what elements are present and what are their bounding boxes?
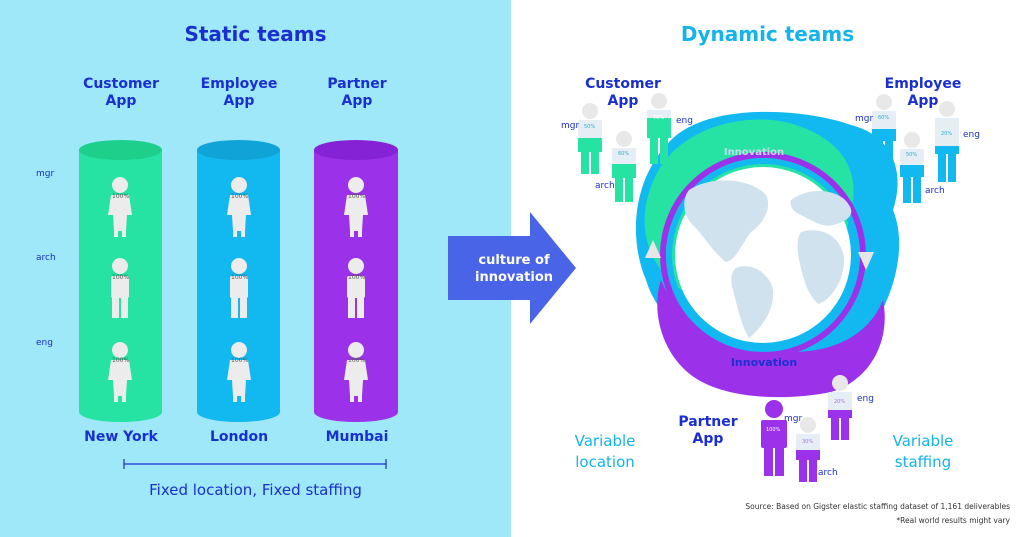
employee-app-label: Employee App [200,76,278,109]
employee-role-eng: eng [963,130,980,140]
city-london: London [209,429,269,445]
innovation-globe [635,111,900,398]
role-label-arch: arch [36,253,56,263]
customer-role-arch: arch [595,181,615,191]
culture-of-innovation-label: culture of innovation [475,253,553,285]
allocation-label: 100% [112,193,130,200]
dynamic-teams-title: Dynamic teams [680,22,855,46]
partner-role-mgr: mgr [784,414,803,424]
customer-role-eng: eng [676,116,693,126]
allocation-label: 100% [231,274,249,281]
customer-role-mgr: mgr [561,121,580,131]
allocation-label: 100% [112,274,130,281]
role-label-mgr: mgr [36,169,55,179]
allocation-label: 100% [348,274,366,281]
dynamic-employee-app-label: Employee App [884,76,962,109]
dynamic-people [578,93,959,482]
customer-eng-pct: 70% [653,115,665,121]
source-note: Source: Based on Gigster elastic staffin… [745,502,1010,511]
partner-role-eng: eng [857,394,874,404]
customer-app-label: Customer App [83,76,159,109]
dynamic-partner-app-label: Partner App [678,414,738,447]
city-new-york: New York [84,429,158,445]
employee-role-arch: arch [925,186,945,196]
allocation-label: 100% [348,193,366,200]
allocation-label: 100% [231,193,249,200]
employee-eng-pct: 20% [941,131,953,137]
innovation-bottom-label: Innovation [730,356,798,369]
employee-arch-pct: 50% [906,152,918,158]
fixed-location-caption: Fixed location, Fixed staffing [149,481,362,499]
allocation-label: 100% [112,357,130,364]
static-cylinders [79,140,398,469]
customer-arch-pct: 60% [618,151,630,157]
variable-staffing-label: Variable staffing [892,432,954,471]
variable-location-label: Variable location [574,432,636,471]
partner-eng-pct: 20% [834,399,846,405]
dynamic-customer-app-label: Customer App [585,76,661,109]
allocation-label: 100% [231,357,249,364]
disclaimer-note: *Real world results might vary [896,516,1010,525]
partner-team [761,375,852,482]
partner-mgr-pct: 100% [766,427,781,433]
city-mumbai: Mumbai [325,429,389,445]
employee-mgr-pct: 60% [878,115,890,121]
innovation-top-label: Innovation [723,147,785,158]
allocation-label: 100% [348,357,366,364]
employee-team [872,94,959,203]
customer-team [578,93,671,202]
partner-arch-pct: 30% [802,439,814,445]
customer-mgr-pct: 50% [584,124,596,130]
static-teams-title: Static teams [184,22,327,46]
partner-app-label: Partner App [327,76,387,109]
partner-role-arch: arch [818,468,838,478]
role-label-eng: eng [36,338,53,348]
employee-role-mgr: mgr [855,114,874,124]
culture-arrow [448,212,576,324]
